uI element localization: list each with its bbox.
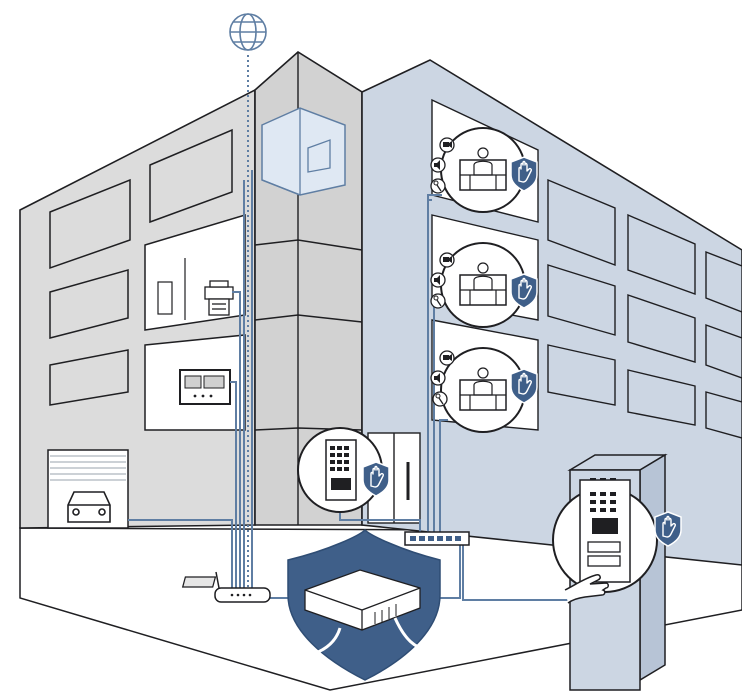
network-switch-icon — [404, 531, 470, 546]
speaker-icon — [430, 370, 446, 386]
router-icon — [214, 571, 271, 603]
person-icon — [460, 147, 506, 190]
car-icon — [67, 491, 111, 523]
network-cables — [128, 55, 608, 601]
person-icon — [460, 262, 506, 305]
speaker-icon — [430, 272, 446, 288]
hand-press-icon — [564, 574, 609, 604]
globe-icon — [229, 13, 267, 51]
left-windows — [49, 128, 233, 406]
glass-penthouse — [261, 107, 346, 196]
key-icon — [430, 293, 446, 309]
key-icon — [430, 178, 446, 194]
video-station-lower — [430, 347, 538, 433]
camera-icon — [439, 137, 455, 153]
gateway-device-icon — [181, 569, 429, 657]
right-windows — [547, 178, 742, 439]
printer-icon — [204, 280, 234, 316]
camera-icon — [439, 252, 455, 268]
monitor-icon — [179, 369, 231, 405]
person-icon — [460, 367, 506, 410]
video-station-middle — [430, 242, 538, 328]
key-icon — [432, 391, 448, 407]
speaker-icon — [430, 157, 446, 173]
camera-icon — [439, 350, 455, 366]
video-station-upper — [430, 127, 538, 213]
